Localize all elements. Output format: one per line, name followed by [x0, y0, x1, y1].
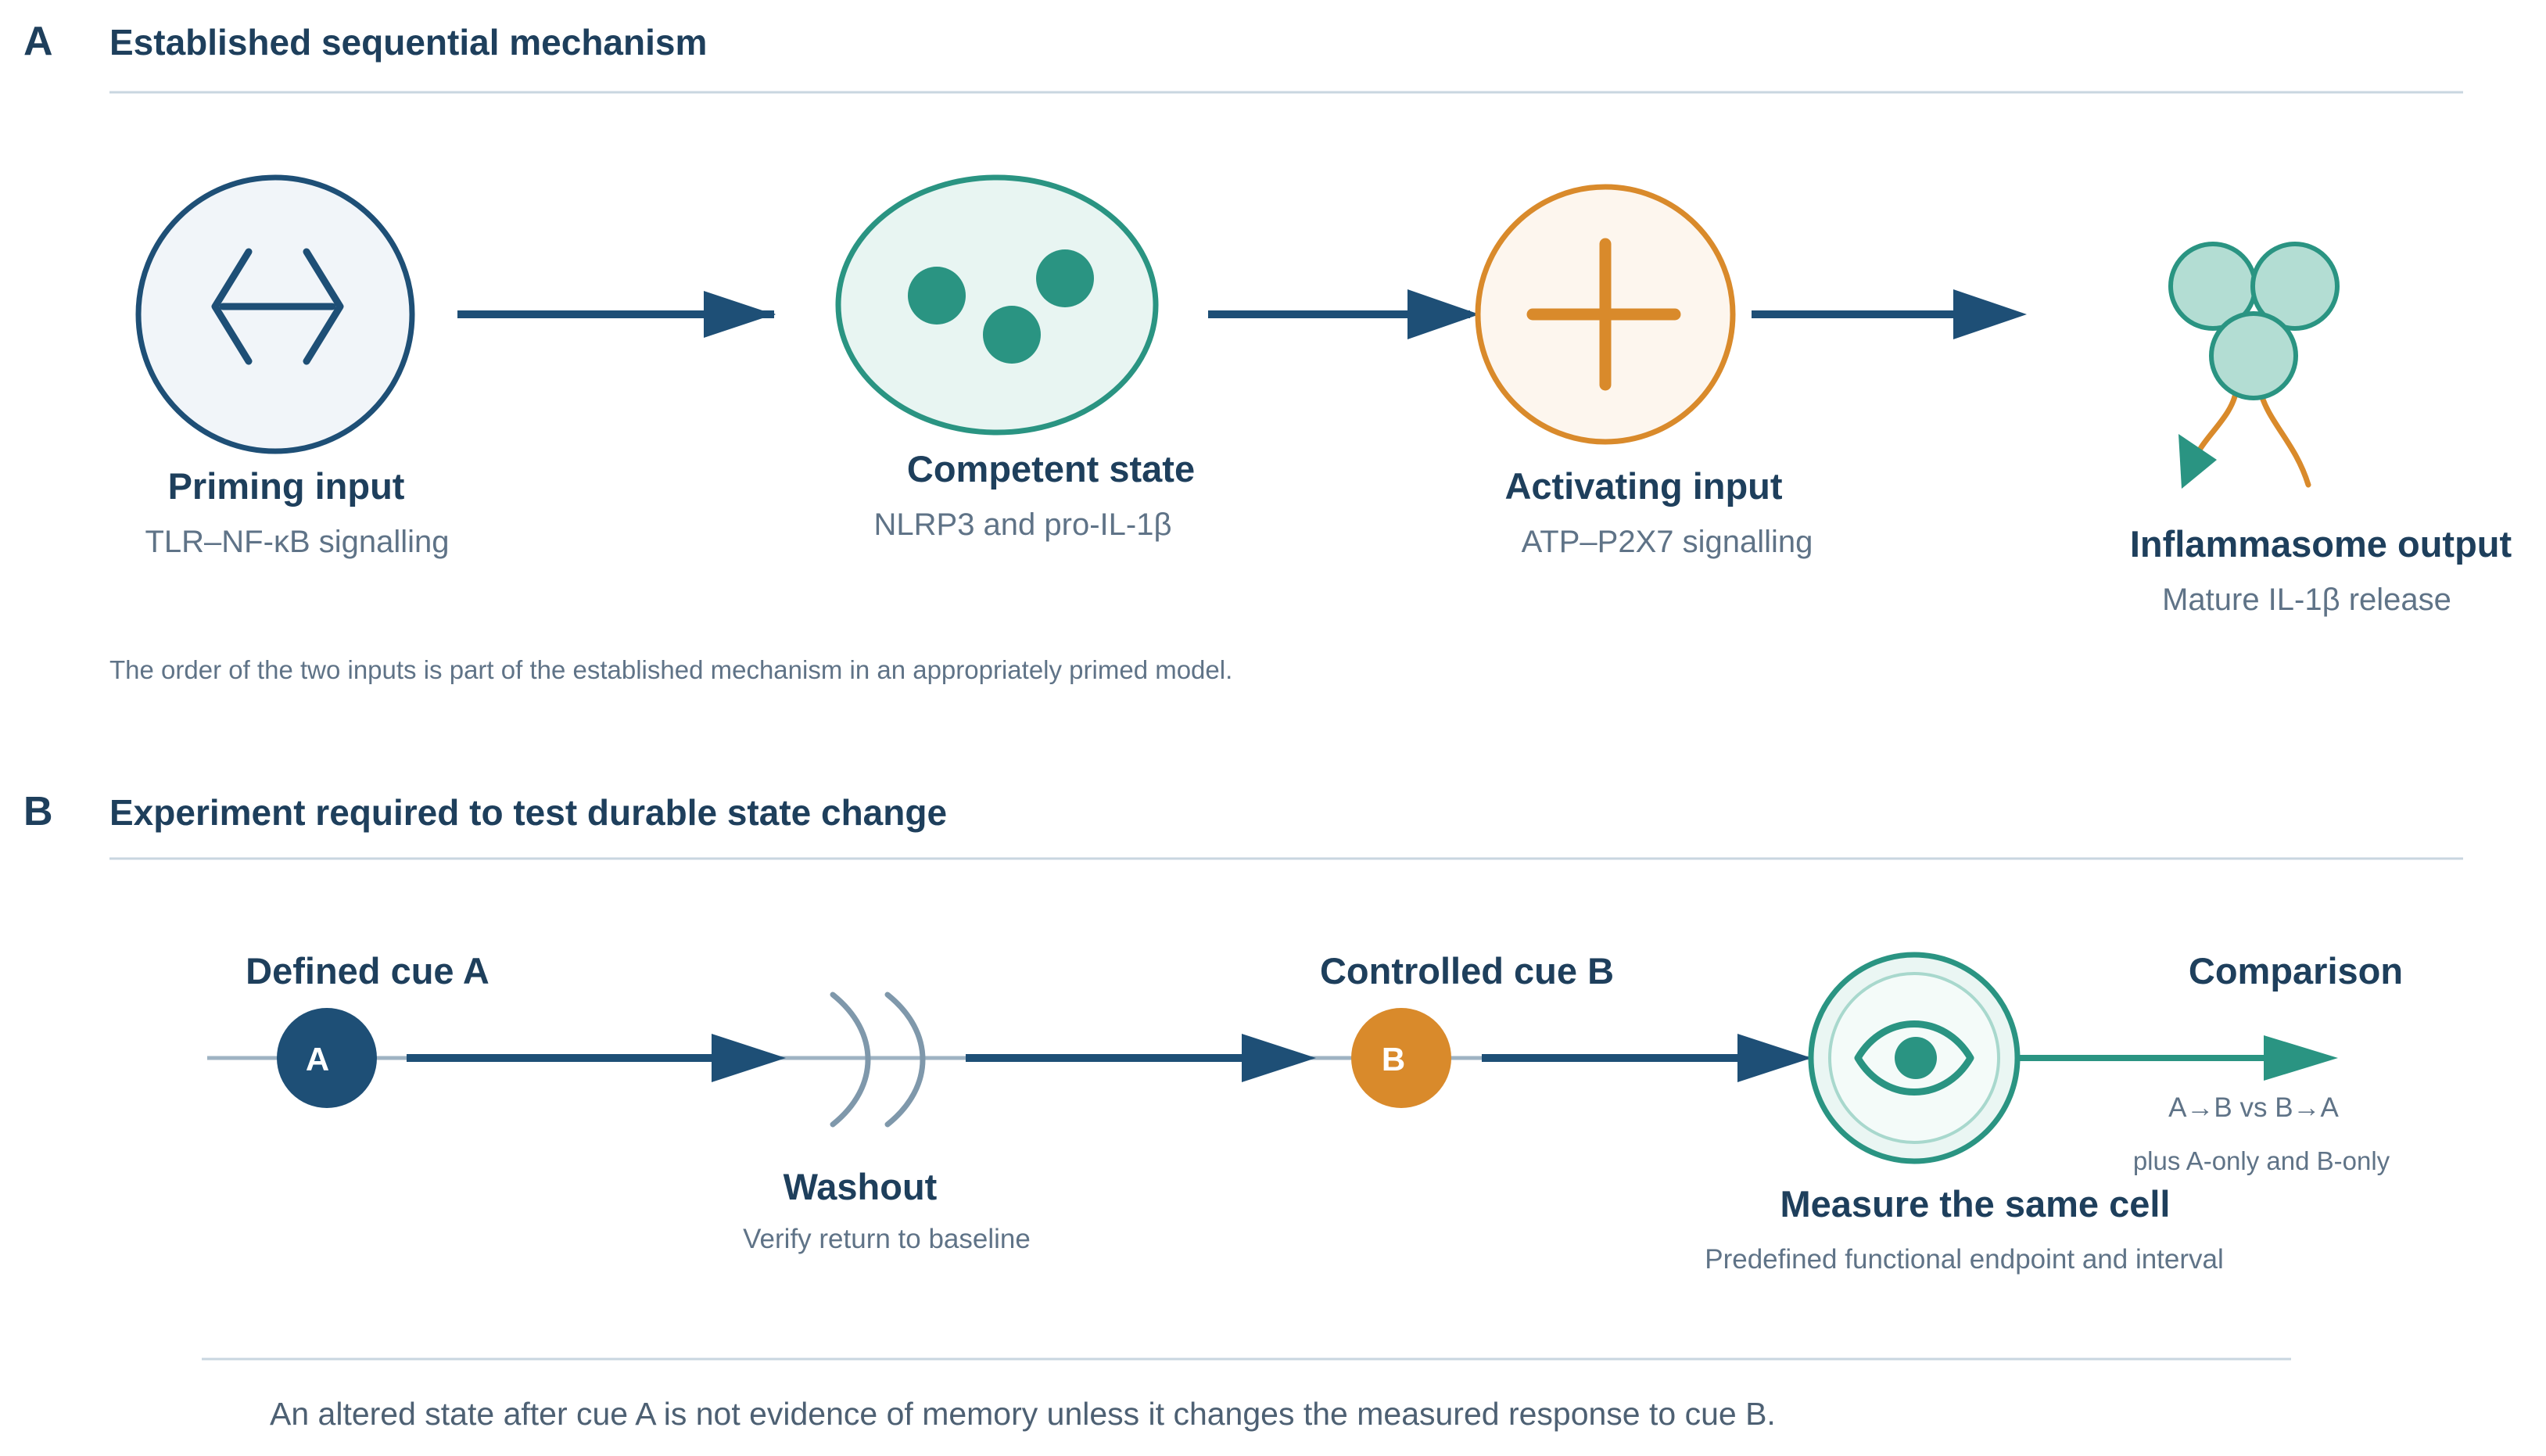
inflammasome-output-node: Inflammasome output Mature IL-1β release — [2130, 242, 2512, 617]
panel-a-note: The order of the two inputs is part of t… — [109, 655, 1232, 684]
cue-a-node: Defined cue A A — [246, 950, 489, 1108]
activating-input-subtitle: ATP–P2X7 signalling — [1522, 525, 1813, 559]
priming-input-node: Priming input TLR–NF-κB signalling — [135, 174, 450, 559]
cue-a-title: Defined cue A — [246, 950, 489, 992]
panel-b-title: Experiment required to test durable stat… — [109, 792, 947, 833]
comparison-title: Comparison — [2189, 950, 2403, 992]
arrowhead-3 — [1953, 289, 2027, 339]
arrowhead-b3 — [1737, 1034, 1812, 1082]
double-headed-arrow-icon — [211, 248, 344, 365]
washout-node: Washout Verify return to baseline — [743, 992, 1031, 1254]
washout-title: Washout — [784, 1166, 938, 1207]
comparison-line2: plus A-only and B-only — [2133, 1146, 2390, 1175]
priming-input-subtitle: TLR–NF-κB signalling — [145, 525, 449, 559]
arrowhead-2 — [1407, 289, 1479, 339]
arrowhead-b2 — [1242, 1034, 1316, 1082]
priming-circle — [135, 174, 415, 454]
plus-icon — [1526, 238, 1681, 391]
cue-b-node: Controlled cue B B — [1320, 950, 1614, 1108]
washout-subtitle: Verify return to baseline — [743, 1224, 1031, 1254]
panel-b: B Experiment required to test durable st… — [23, 789, 2463, 1432]
panel-b-letter: B — [23, 789, 53, 834]
arrowhead-1 — [704, 291, 774, 338]
activating-input-title: Activating input — [1504, 465, 1782, 507]
cell-with-granules-icon — [908, 249, 1094, 364]
washout-waves-icon — [830, 992, 926, 1128]
conclusion-text: An altered state after cue A is not evid… — [270, 1396, 1776, 1432]
competent-state-subtitle: NLRP3 and pro-IL-1β — [874, 507, 1172, 542]
inflammasome-output-title: Inflammasome output — [2130, 523, 2512, 565]
measure-title: Measure the same cell — [1780, 1183, 2171, 1225]
cue-b-badge — [1351, 1008, 1451, 1108]
competent-state-title: Competent state — [907, 448, 1195, 490]
panel-a-letter: A — [23, 19, 53, 64]
comparison-line1: A→B vs B→A — [2168, 1092, 2339, 1123]
panel-a: A Established sequential mechanism Primi… — [23, 19, 2512, 684]
comparison-node: Comparison A→B vs B→A plus A-only and B-… — [2133, 950, 2403, 1175]
inflammasome-complex-icon — [2168, 242, 2340, 489]
competent-cell — [835, 174, 1159, 436]
panel-a-title: Established sequential mechanism — [109, 22, 707, 63]
inflammasome-output-subtitle: Mature IL-1β release — [2162, 583, 2451, 617]
cue-a-badge — [277, 1008, 377, 1108]
activating-input-node: Activating input ATP–P2X7 signalling — [1475, 184, 1813, 559]
measure-subtitle: Predefined functional endpoint and inter… — [1705, 1244, 2224, 1275]
arrowhead-b4 — [2264, 1035, 2338, 1081]
cue-b-title: Controlled cue B — [1320, 950, 1614, 992]
eye-icon — [1854, 1020, 1974, 1096]
competent-state-node: Competent state NLRP3 and pro-IL-1β — [835, 174, 1195, 542]
cue-b-badge-label: B — [1382, 1041, 1405, 1078]
arrowhead-b1 — [712, 1034, 786, 1082]
priming-input-title: Priming input — [168, 465, 405, 507]
measure-node: Measure the same cell Predefined functio… — [1705, 952, 2224, 1275]
cue-a-badge-label: A — [306, 1041, 329, 1078]
